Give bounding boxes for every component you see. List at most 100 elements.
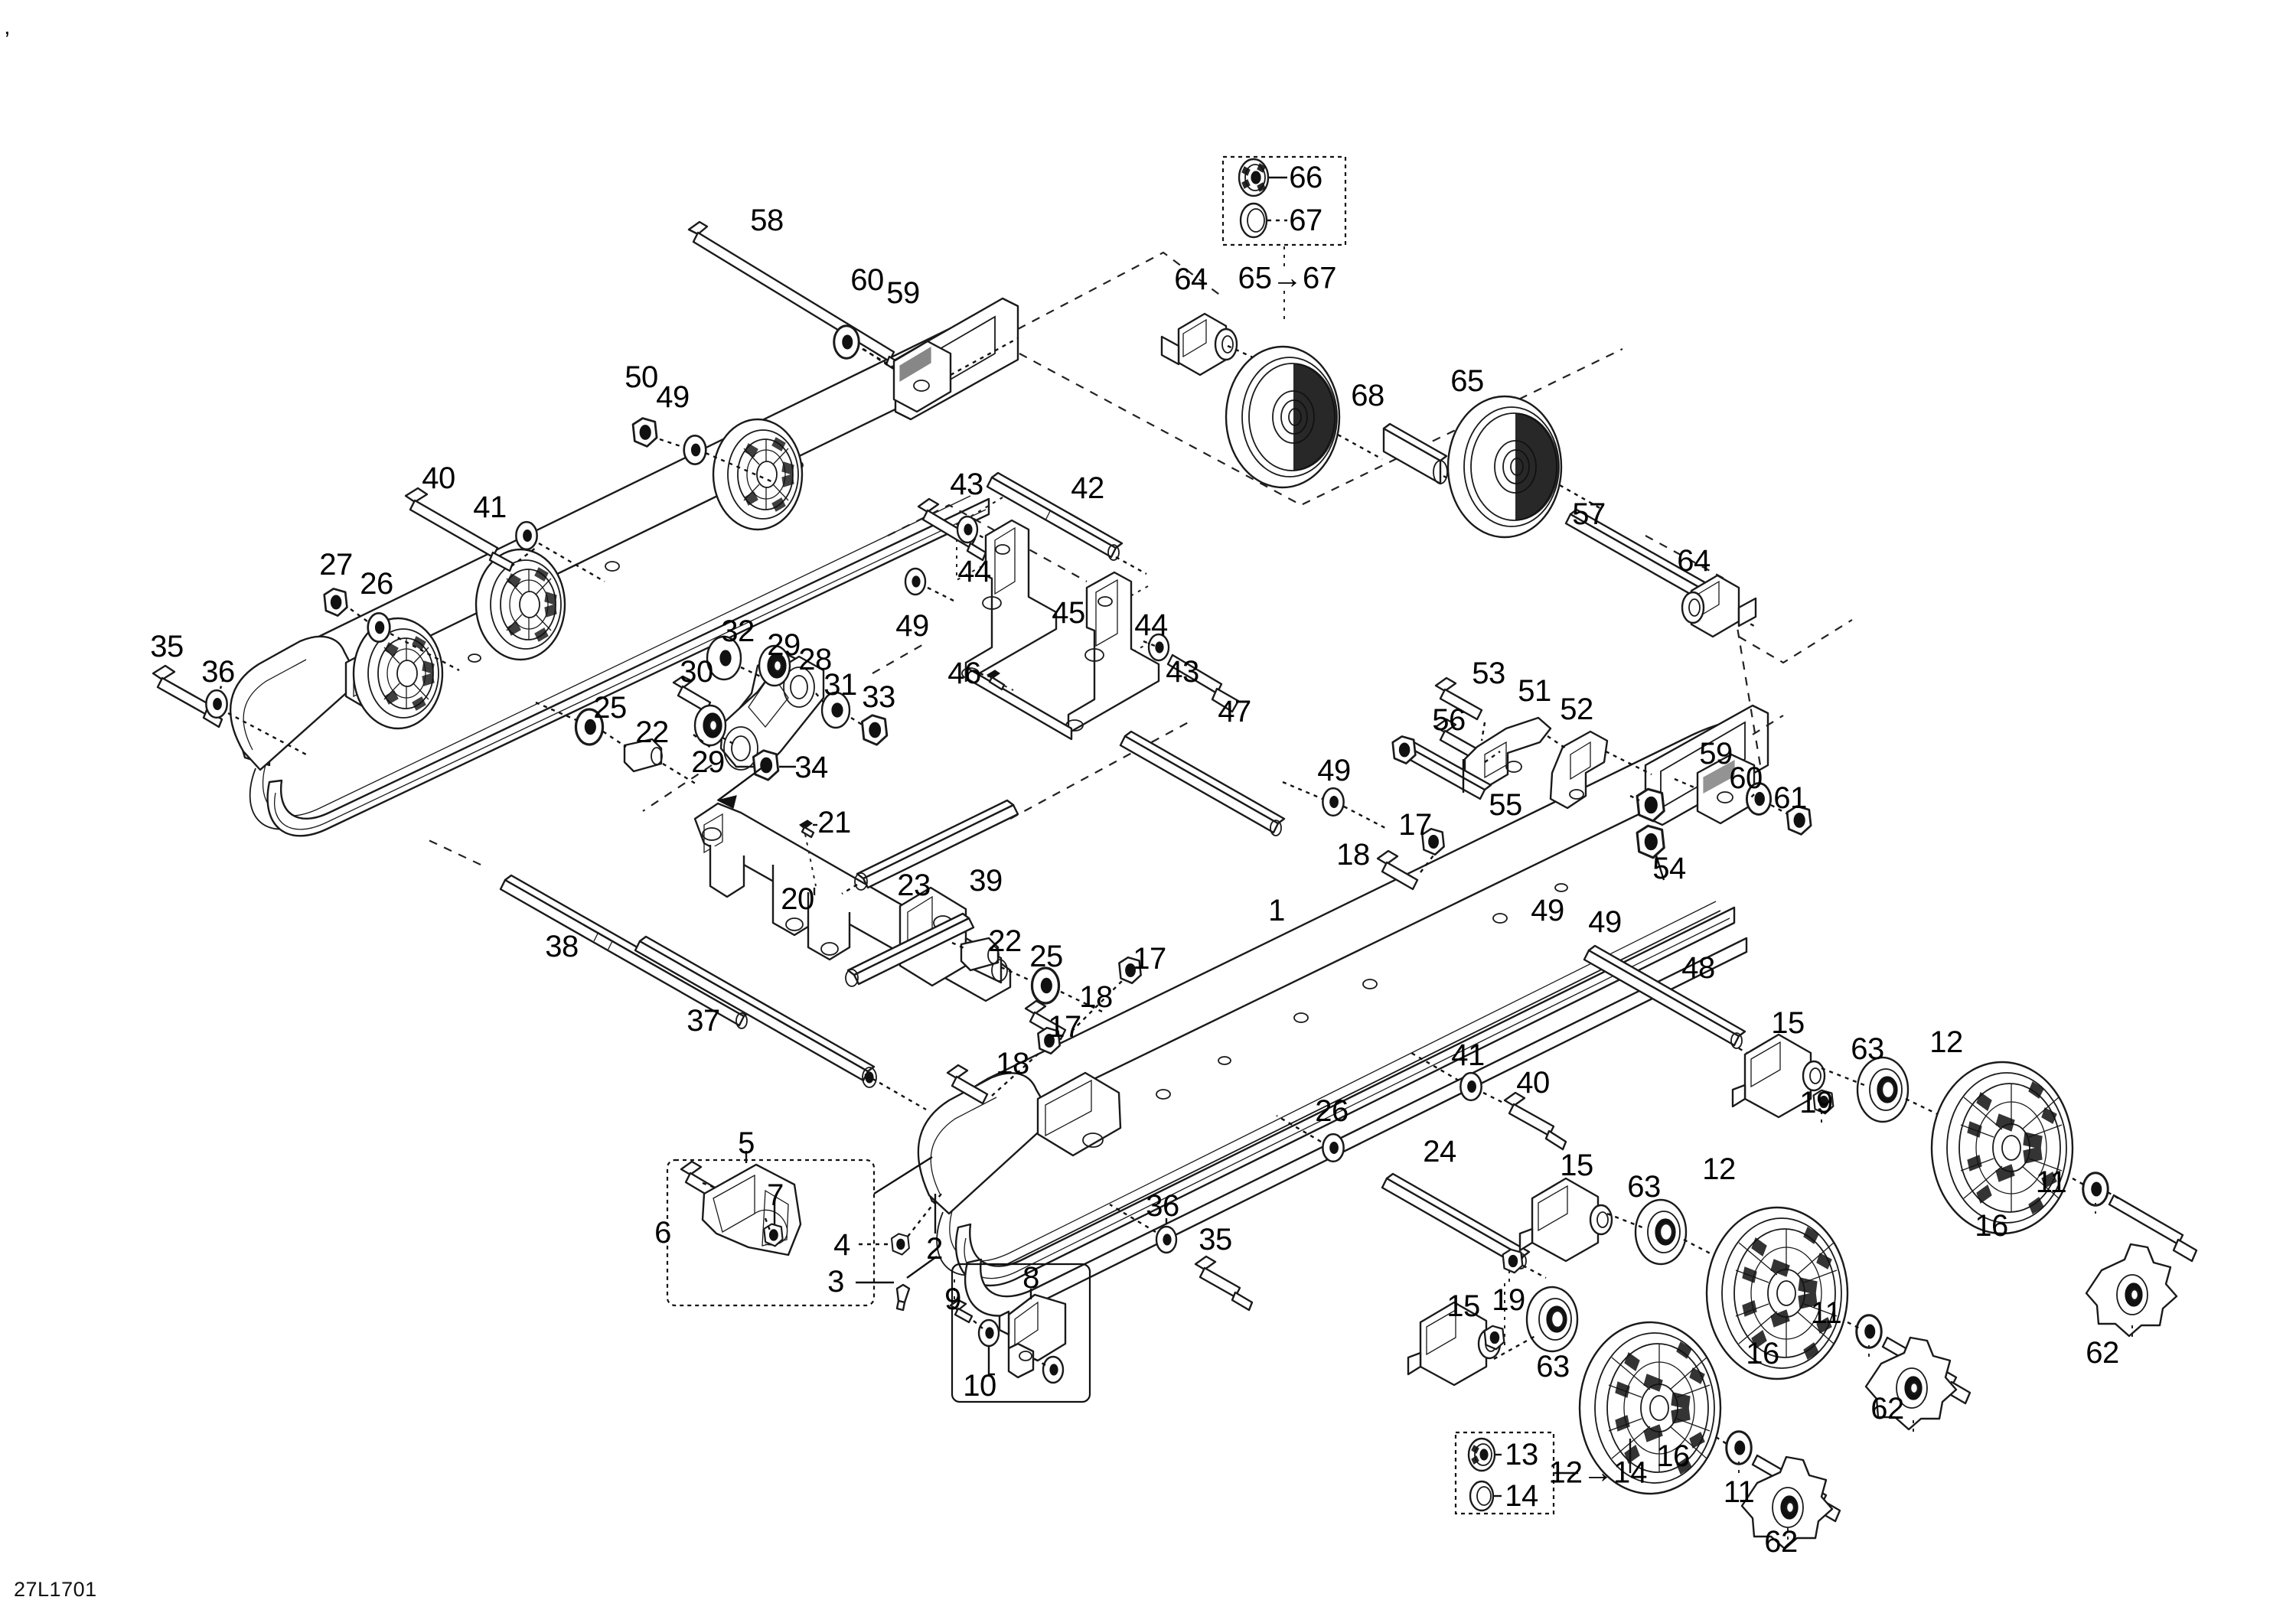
callout-7: 7 xyxy=(767,1178,784,1212)
callout-59: 59 xyxy=(886,276,920,310)
corner-mark: ’ xyxy=(5,28,10,53)
callout-6: 6 xyxy=(654,1216,671,1250)
callout-42: 42 xyxy=(1071,471,1104,505)
callout-63-a: 63 xyxy=(1851,1032,1884,1066)
callout-48: 48 xyxy=(1681,951,1715,985)
callout-2: 2 xyxy=(926,1232,943,1266)
callout-37: 37 xyxy=(687,1004,720,1038)
callout-43-right: 43 xyxy=(1166,655,1199,689)
callout-41: 41 xyxy=(473,490,507,524)
callout-24: 24 xyxy=(1423,1135,1456,1168)
callout-40-b: 40 xyxy=(1516,1066,1550,1100)
callout-32: 32 xyxy=(721,614,755,648)
callout-11-a: 11 xyxy=(2035,1165,2067,1199)
callout-34: 34 xyxy=(794,751,828,784)
callout-66: 66 xyxy=(1289,161,1322,194)
callout-41-b: 41 xyxy=(1451,1038,1485,1072)
callout-64-upper: 64 xyxy=(1174,262,1208,296)
callout-46: 46 xyxy=(947,657,981,690)
callout-29-lower: 29 xyxy=(691,745,725,779)
callout-62-c: 62 xyxy=(1764,1525,1798,1559)
callout-19-a: 19 xyxy=(1799,1086,1833,1119)
callout-49-shaft: 49 xyxy=(1317,754,1351,787)
callout-12-a: 12 xyxy=(1929,1025,1963,1059)
callout-52: 52 xyxy=(1560,693,1593,726)
callout-30: 30 xyxy=(680,655,713,689)
callout-49-bracket: 49 xyxy=(895,609,929,643)
callout-68: 68 xyxy=(1351,379,1384,412)
callout-28: 28 xyxy=(798,643,832,676)
callout-20: 20 xyxy=(781,882,814,916)
callout-49-rail: 49 xyxy=(1588,905,1622,939)
callout-59-right: 59 xyxy=(1699,737,1733,771)
callout-10: 10 xyxy=(963,1369,996,1403)
callout-22-left: 22 xyxy=(635,715,669,749)
callout-17-b: 17 xyxy=(1048,1010,1081,1044)
callout-36-b: 36 xyxy=(1146,1189,1179,1223)
callout-22-right: 22 xyxy=(988,924,1022,958)
callout-45: 45 xyxy=(1052,596,1085,630)
callout-15-a: 15 xyxy=(1771,1006,1805,1040)
callout-51: 51 xyxy=(1518,674,1551,708)
callout-12-b: 12 xyxy=(1702,1152,1736,1186)
callout-11-c: 11 xyxy=(1723,1475,1755,1509)
callout-49: 49 xyxy=(656,380,690,414)
callout-19-b: 19 xyxy=(1492,1283,1525,1317)
callout-11-b: 11 xyxy=(1810,1296,1842,1330)
callout-26-b: 26 xyxy=(1315,1094,1349,1128)
callout-54: 54 xyxy=(1652,852,1686,885)
callout-64-lower: 64 xyxy=(1677,544,1711,578)
callout-13: 13 xyxy=(1505,1438,1538,1471)
callout-44-left: 44 xyxy=(957,555,991,588)
callout-16-b: 16 xyxy=(1746,1337,1779,1370)
callout-56: 56 xyxy=(1432,703,1466,737)
callout-18-b: 18 xyxy=(996,1047,1029,1080)
callout-62-a: 62 xyxy=(2086,1336,2119,1370)
callout-17-c: 17 xyxy=(1398,808,1432,842)
callout-3: 3 xyxy=(827,1265,844,1299)
callout-47: 47 xyxy=(1218,695,1251,728)
callout-4: 4 xyxy=(833,1228,850,1262)
callout-31: 31 xyxy=(823,668,857,702)
callout-35: 35 xyxy=(150,630,184,663)
callout-49-right: 49 xyxy=(1531,894,1564,927)
callout-63-c: 63 xyxy=(1536,1350,1570,1383)
callout-58: 58 xyxy=(750,204,784,237)
callout-50: 50 xyxy=(625,360,658,394)
callout-5: 5 xyxy=(738,1126,755,1160)
callout-1: 1 xyxy=(1268,894,1285,927)
callout-63-b: 63 xyxy=(1627,1170,1661,1204)
callout-67: 67 xyxy=(1289,204,1322,237)
group-label-65-to-67: 65→67 xyxy=(1238,261,1337,295)
callout-53: 53 xyxy=(1472,657,1505,690)
callout-35-b: 35 xyxy=(1199,1223,1232,1256)
callout-62-b: 62 xyxy=(1870,1392,1904,1426)
callout-29-upper: 29 xyxy=(767,628,801,662)
callout-27: 27 xyxy=(319,548,353,582)
callout-8: 8 xyxy=(1022,1261,1039,1295)
diagram-code: 27L1701 xyxy=(14,1578,97,1601)
callout-40: 40 xyxy=(422,461,455,495)
callout-38: 38 xyxy=(545,930,579,963)
callout-60-right: 60 xyxy=(1729,761,1763,795)
callout-39: 39 xyxy=(969,864,1003,898)
callout-25-left: 25 xyxy=(593,691,627,725)
callout-44-right: 44 xyxy=(1134,608,1168,642)
callout-36: 36 xyxy=(201,655,235,689)
callout-23: 23 xyxy=(897,869,931,902)
callout-15-c: 15 xyxy=(1446,1289,1480,1323)
group-label-12-to-14: 12→14 xyxy=(1548,1455,1648,1490)
callout-16-a: 16 xyxy=(1975,1209,2008,1243)
callout-61: 61 xyxy=(1773,781,1807,815)
callout-55: 55 xyxy=(1489,788,1522,822)
callout-21: 21 xyxy=(817,806,851,839)
callout-16-c: 16 xyxy=(1656,1439,1690,1473)
callout-18-c: 18 xyxy=(1336,838,1370,872)
callout-60: 60 xyxy=(850,263,884,297)
callout-43-left: 43 xyxy=(950,468,983,501)
callout-65: 65 xyxy=(1450,364,1484,398)
callout-26: 26 xyxy=(360,567,393,601)
callout-15-b: 15 xyxy=(1560,1149,1593,1182)
